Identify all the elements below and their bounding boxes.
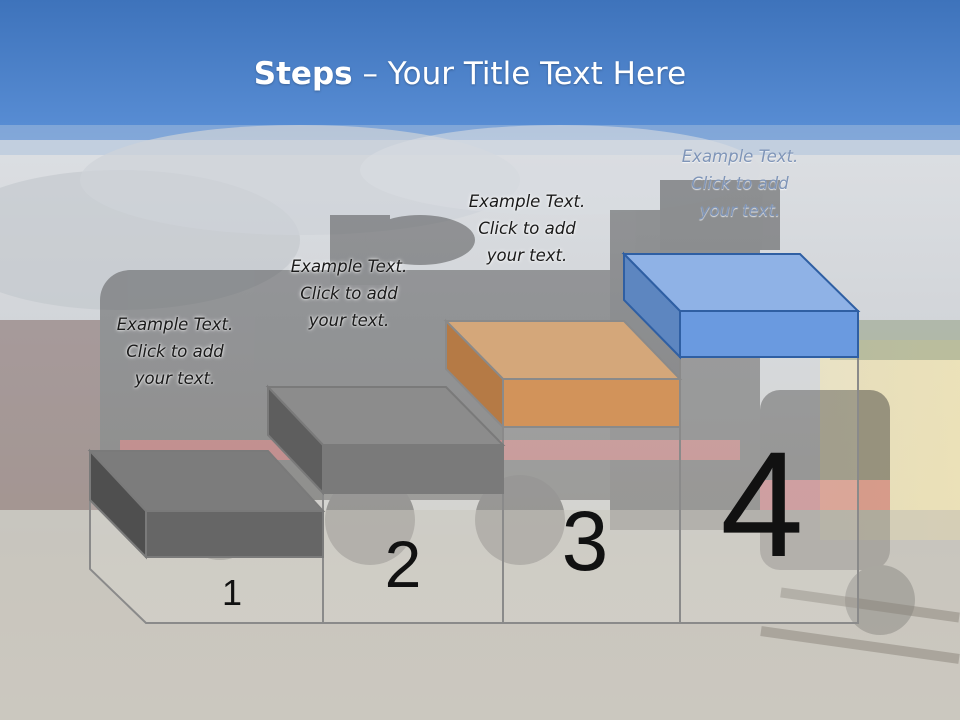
step-column-4 bbox=[679, 356, 859, 624]
staircase-outline bbox=[89, 356, 859, 624]
step-block-1[interactable] bbox=[87, 448, 326, 560]
step-caption-1[interactable]: Example Text. Click to add your text. bbox=[95, 311, 255, 392]
caption-line: Example Text. bbox=[468, 192, 586, 211]
title-rest: – Your Title Text Here bbox=[352, 56, 687, 92]
caption-line: your text. bbox=[134, 369, 216, 388]
step-number-1: 1 bbox=[222, 572, 242, 613]
caption-line: Click to add bbox=[126, 342, 224, 361]
step-caption-2[interactable]: Example Text. Click to add your text. bbox=[269, 253, 429, 334]
slide-title[interactable]: Steps – Your Title Text Here bbox=[0, 56, 940, 92]
step-caption-3[interactable]: Example Text. Click to add your text. bbox=[447, 188, 607, 269]
caption-line: your text. bbox=[486, 246, 568, 265]
caption-line: your text. bbox=[308, 311, 390, 330]
step-number-4: 4 bbox=[720, 420, 803, 588]
caption-line: Click to add bbox=[478, 219, 576, 238]
caption-line: Example Text. bbox=[681, 147, 799, 166]
caption-line: Example Text. bbox=[290, 257, 408, 276]
step-block-4[interactable] bbox=[621, 251, 861, 360]
caption-line: your text. bbox=[699, 201, 781, 220]
step-number-2: 2 bbox=[385, 527, 422, 601]
title-bold: Steps bbox=[253, 56, 353, 92]
caption-line: Click to add bbox=[691, 174, 789, 193]
step-number-3: 3 bbox=[562, 494, 609, 588]
step-column-3 bbox=[502, 426, 681, 624]
caption-line: Click to add bbox=[300, 284, 398, 303]
caption-line: Example Text. bbox=[116, 315, 234, 334]
step-caption-4[interactable]: Example Text. Click to add your text. bbox=[660, 143, 820, 224]
step-block-2[interactable] bbox=[265, 384, 506, 496]
step-block-3[interactable] bbox=[443, 318, 683, 430]
